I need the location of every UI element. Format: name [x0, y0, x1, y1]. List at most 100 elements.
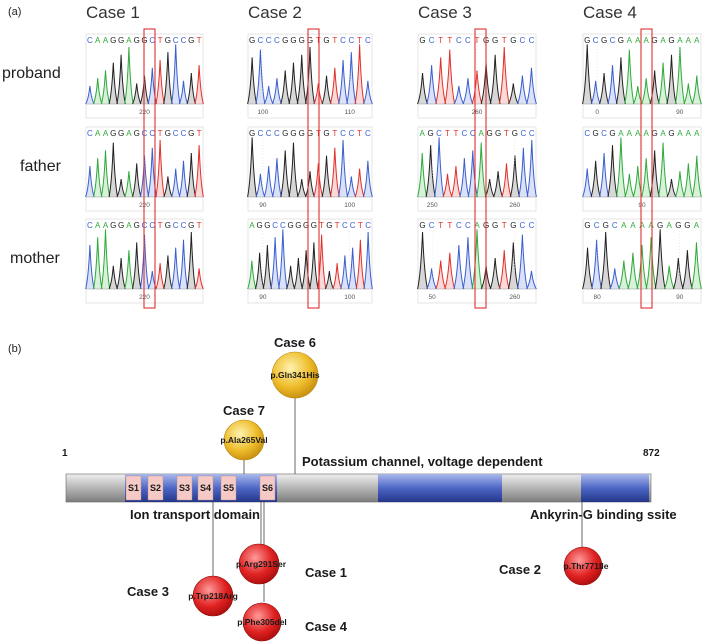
- sequence-base: C: [436, 129, 442, 138]
- sequence-base: T: [447, 36, 452, 45]
- sequence-base: C: [461, 129, 467, 138]
- trace-peak: [329, 67, 340, 105]
- trace-peak: [417, 152, 428, 198]
- trace-peak: [683, 163, 694, 198]
- sequence-base: G: [495, 129, 501, 138]
- variant-highlight-box: [640, 28, 653, 309]
- variant-highlight-box: [143, 28, 156, 309]
- ankyrin-binding-domain: [581, 474, 649, 502]
- trace-peak: [155, 139, 165, 198]
- trace-peak: [624, 173, 635, 198]
- sequence-base: G: [668, 36, 674, 45]
- potassium-channel-domain: [378, 474, 502, 502]
- trace-peak: [92, 237, 103, 290]
- sequence-base: A: [420, 129, 426, 138]
- sequence-base: G: [303, 221, 309, 230]
- sequence-base: A: [479, 129, 485, 138]
- variant-highlight-box: [474, 28, 487, 309]
- trace-peak: [362, 80, 373, 105]
- sequence-base: C: [340, 36, 346, 45]
- sequence-base: A: [660, 129, 666, 138]
- trace-peak: [247, 57, 258, 105]
- sequence-base: A: [103, 129, 109, 138]
- sequence-base: G: [110, 221, 116, 230]
- position-tick: 80: [594, 294, 602, 301]
- segment-s3: [176, 475, 193, 501]
- row-label-proband: proband: [2, 65, 61, 82]
- trace-peak: [462, 237, 474, 290]
- segment-s6: [259, 475, 276, 501]
- trace-peak: [262, 244, 273, 290]
- sequence-base: A: [648, 221, 654, 230]
- trace-peak: [672, 257, 684, 290]
- sequence-base: T: [447, 221, 452, 230]
- trace-peak: [507, 242, 519, 290]
- sequence-base: G: [512, 129, 518, 138]
- trace-peak: [92, 158, 103, 198]
- sequence-base: G: [249, 129, 255, 138]
- segment-s1: [125, 475, 142, 501]
- sequence-base: C: [610, 36, 616, 45]
- trace-peak: [489, 257, 501, 290]
- sequence-base: G: [165, 129, 171, 138]
- sequence-base: A: [249, 221, 255, 230]
- trace-peak: [645, 237, 657, 290]
- trace-peak: [355, 239, 366, 290]
- sequence-base: G: [110, 129, 116, 138]
- position-tick: 100: [344, 294, 355, 301]
- row-label-father: father: [20, 158, 62, 175]
- trace-peak: [516, 75, 528, 105]
- sequence-base: C: [258, 36, 264, 45]
- sequence-base: T: [438, 221, 443, 230]
- sequence-base: G: [675, 221, 681, 230]
- sequence-base: G: [188, 221, 194, 230]
- variant-marker-case7: [223, 419, 265, 461]
- trace-peak: [263, 165, 274, 198]
- trace-peak: [116, 178, 126, 198]
- sequence-base: C: [520, 129, 526, 138]
- sequence-base: C: [340, 129, 346, 138]
- sequence-base: A: [95, 36, 101, 45]
- trace-peak: [92, 78, 103, 105]
- sequence-base: T: [197, 129, 202, 138]
- trace-peak: [426, 65, 438, 105]
- sequence-base: C: [142, 221, 148, 230]
- sequence-base: C: [593, 36, 599, 45]
- trace-peak: [484, 178, 495, 198]
- trace-peak: [313, 163, 324, 198]
- sequence-base: A: [635, 129, 641, 138]
- trace-peak: [582, 168, 593, 198]
- chromatogram-frame: [582, 33, 702, 119]
- sequence-base: A: [618, 129, 624, 138]
- sequence-base: C: [429, 36, 435, 45]
- trace-peak: [324, 270, 335, 290]
- variant-label-case6: p.Gln341His: [270, 370, 319, 380]
- trace-peak: [492, 171, 504, 198]
- sequence-base: A: [639, 221, 645, 230]
- trace-peak: [285, 265, 296, 290]
- trace-peak: [247, 260, 257, 290]
- trace-peak: [426, 268, 438, 290]
- trace-peak: [683, 83, 694, 105]
- position-tick: 50: [429, 294, 437, 301]
- trace-peak: [271, 78, 282, 105]
- trace-peak: [489, 54, 501, 105]
- sequence-base: T: [358, 221, 363, 230]
- trace-peak: [313, 83, 324, 105]
- sequence-base: T: [357, 129, 362, 138]
- trace-peak: [590, 160, 601, 198]
- sequence-base: G: [492, 36, 498, 45]
- sequence-base: T: [502, 221, 507, 230]
- position-tick: 220: [139, 109, 150, 116]
- segment-s4: [197, 475, 214, 501]
- sequence-base: A: [474, 221, 480, 230]
- sequence-base: C: [87, 36, 93, 45]
- sequence-base: T: [197, 36, 202, 45]
- sequence-base: A: [103, 36, 109, 45]
- panel-b: (b) S1 S2 S3 S4 S5 S6 1 872 Ion transpor…: [8, 335, 677, 642]
